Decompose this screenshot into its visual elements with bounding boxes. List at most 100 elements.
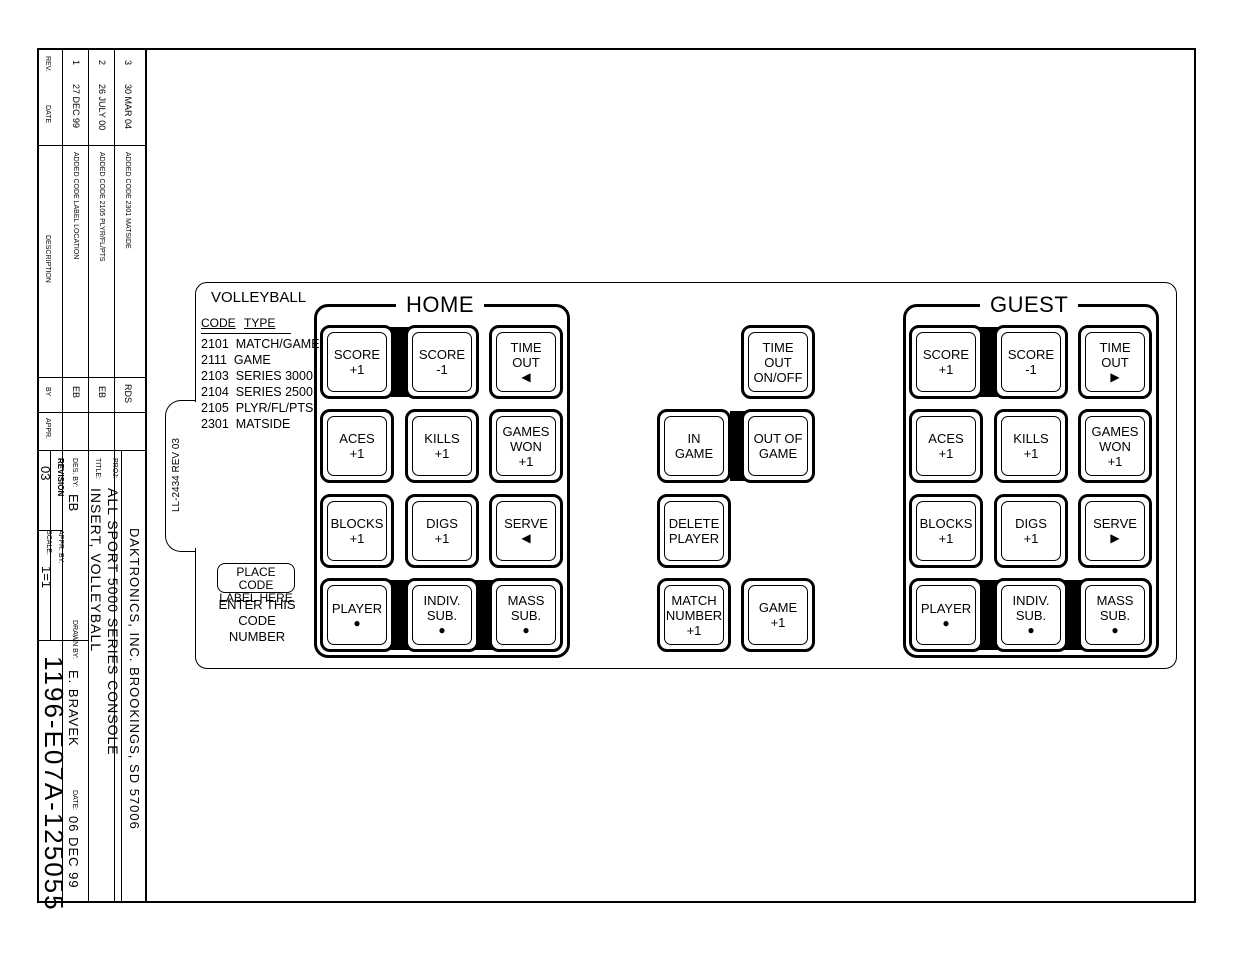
code-list: 2101 MATCH/GAME 2111 GAME 2103 SERIES 30…: [201, 336, 320, 432]
rev2-number: 2: [97, 60, 107, 66]
code-label-box: PLACE CODE LABEL HERE: [217, 563, 295, 605]
dot-icon: ●: [438, 623, 446, 637]
company-name: DAKTRONICS, INC. BROOKINGS, SD 57006: [127, 528, 142, 830]
revision-table-bottom: [37, 450, 145, 451]
part-number-label: LL-2434 REV 03: [171, 438, 182, 512]
guest-indiv-sub-button[interactable]: INDIV.SUB.●: [994, 578, 1068, 652]
title-block-border: [145, 48, 147, 903]
legend-rule: [201, 333, 291, 334]
des-by-label: DES. BY:: [71, 458, 78, 488]
code-row: 2103 SERIES 3000: [201, 369, 313, 383]
drawing-title: INSERT, VOLLEYBALL: [88, 488, 104, 653]
title-label: TITLE:: [94, 458, 101, 480]
enter-code-text: ENTER THIS CODE NUMBER: [212, 597, 302, 645]
enter-line2: CODE NUMBER: [228, 613, 286, 644]
home-blocks-button[interactable]: BLOCKS+1: [320, 494, 394, 568]
type-header: TYPE: [244, 316, 276, 330]
description-header: DESCRIPTION: [44, 235, 51, 283]
guest-kills-button[interactable]: KILLS+1: [994, 409, 1068, 483]
revision-value: 03: [38, 466, 53, 481]
home-serve-button[interactable]: SERVE◀: [489, 494, 563, 568]
revision-label: REVISION: [56, 458, 65, 497]
rev1-number: 1: [71, 60, 81, 66]
drawing-number: 1196-E07A-125055: [39, 656, 69, 912]
rev-column-line: [62, 48, 63, 903]
home-player-button[interactable]: PLAYER●: [320, 578, 394, 652]
rev3-date: 30 MAR 04: [123, 84, 133, 130]
dot-icon: ●: [1111, 623, 1119, 637]
dot-icon: ●: [942, 615, 950, 630]
code-row: 2104 SERIES 2500: [201, 385, 313, 399]
rev1-description: ADDED CODE LABEL LOCATION: [72, 152, 79, 260]
home-indiv-sub-button[interactable]: INDIV.SUB.●: [405, 578, 479, 652]
guest-score-plus-button[interactable]: SCORE+1: [909, 325, 983, 399]
desc-row-line: [37, 377, 145, 378]
appr-by-label: APPR. BY:: [57, 530, 64, 564]
drawn-by-label: DRAWN BY:: [71, 620, 78, 660]
drawing-frame: [37, 48, 1196, 903]
home-score-minus-button[interactable]: SCORE-1: [405, 325, 479, 399]
enter-line1: ENTER THIS: [218, 597, 296, 612]
guest-aces-button[interactable]: ACES+1: [909, 409, 983, 483]
game-plus-button[interactable]: GAME+1: [741, 578, 815, 652]
dot-icon: ●: [353, 615, 361, 630]
home-score-plus-button[interactable]: SCORE+1: [320, 325, 394, 399]
arrow-right-icon: ▶: [1110, 369, 1120, 384]
guest-player-button[interactable]: PLAYER●: [909, 578, 983, 652]
code-row: 2105 PLYR/FL/PTS: [201, 401, 314, 415]
rev2-description: ADDED CODE 2105 PLYR/FL/PTS: [98, 152, 105, 262]
rev3-by: RDS: [123, 384, 133, 404]
scale-box-line: [37, 640, 89, 641]
code-row: 2101 MATCH/GAME: [201, 337, 320, 351]
arrow-left-icon: ◀: [521, 369, 531, 384]
rev1-by: EB: [71, 386, 81, 399]
rev2-column-line: [114, 48, 115, 903]
home-digs-button[interactable]: DIGS+1: [405, 494, 479, 568]
home-kills-button[interactable]: KILLS+1: [405, 409, 479, 483]
code-label-line2: LABEL HERE: [219, 591, 293, 605]
by-header: BY: [44, 387, 51, 397]
rev1-column-line: [88, 48, 89, 903]
des-by-value: EB: [66, 494, 81, 512]
rev2-by: EB: [97, 386, 107, 399]
arrow-left-icon: ◀: [521, 531, 531, 545]
guest-digs-button[interactable]: DIGS+1: [994, 494, 1068, 568]
rev1-date: 27 DEC 99: [71, 84, 81, 129]
dot-icon: ●: [522, 623, 530, 637]
date-label: DATE:: [71, 790, 78, 811]
rev2-date: 26 JULY 00: [97, 84, 107, 131]
guest-title: GUEST: [980, 293, 1079, 317]
date-header: DATE: [44, 105, 51, 124]
dot-icon: ●: [1027, 623, 1035, 637]
by-row-line: [37, 412, 145, 413]
scale-column-line: [50, 450, 51, 640]
code-row: 2111 GAME: [201, 353, 271, 367]
tab-join: [194, 402, 198, 548]
rev3-number: 3: [123, 60, 133, 66]
guest-score-minus-button[interactable]: SCORE-1: [994, 325, 1068, 399]
appr-header: APPR.: [44, 418, 51, 440]
code-row: 2301 MATSIDE: [201, 417, 291, 431]
revision-box-line: [37, 530, 62, 531]
home-aces-button[interactable]: ACES+1: [320, 409, 394, 483]
date-row-line: [37, 145, 145, 146]
scale-value: 1=1: [39, 566, 54, 589]
home-title: HOME: [396, 293, 484, 317]
guest-serve-button[interactable]: SERVE▶: [1078, 494, 1152, 568]
code-label-line1: PLACE CODE: [236, 565, 276, 592]
guest-blocks-button[interactable]: BLOCKS+1: [909, 494, 983, 568]
code-header: CODE: [201, 316, 236, 330]
project-name: ALL SPORT 5000 SERIES CONSOLE: [105, 488, 121, 756]
scale-label: SCALE:: [45, 530, 52, 555]
